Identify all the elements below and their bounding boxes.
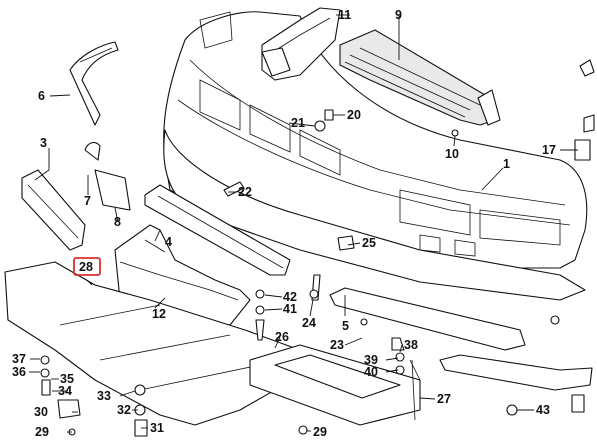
- callout-35: 35: [60, 372, 74, 386]
- callout-32: 32: [117, 403, 131, 417]
- callout-5: 5: [342, 319, 349, 333]
- callout-37: 37: [12, 352, 26, 366]
- callout-29-left: 29: [35, 425, 49, 439]
- callout-27: 27: [437, 392, 451, 406]
- grille-mesh: [339, 29, 501, 126]
- callout-labels: 1 3 4 5 6 7 8 9 10 11 12 17 20 21 22 23 …: [12, 8, 556, 439]
- callout-41: 41: [283, 302, 297, 316]
- callout-21: 21: [291, 116, 305, 130]
- mounting-bracket: [84, 141, 131, 211]
- callout-20: 20: [347, 108, 361, 122]
- side-lip: [329, 287, 526, 351]
- callout-17: 17: [542, 143, 556, 157]
- callout-7: 7: [84, 194, 91, 208]
- bumper-lip: [163, 129, 586, 301]
- reinforcement-bar: [144, 184, 291, 276]
- callout-11: 11: [338, 8, 351, 22]
- callout-23: 23: [330, 338, 344, 352]
- callout-29-right: 29: [313, 425, 327, 439]
- carrier-frame: [249, 344, 421, 426]
- leader-lines: [29, 14, 578, 433]
- callout-24: 24: [302, 316, 316, 330]
- callout-4: 4: [165, 235, 172, 249]
- callout-25: 25: [362, 236, 376, 250]
- callout-42: 42: [283, 290, 297, 304]
- callout-33: 33: [97, 389, 111, 403]
- callout-9: 9: [395, 8, 402, 22]
- callout-40: 40: [364, 365, 378, 379]
- callout-3: 3: [40, 136, 47, 150]
- callout-12: 12: [152, 307, 166, 321]
- callout-31: 31: [150, 421, 164, 435]
- callout-1: 1: [503, 157, 510, 171]
- callout-38: 38: [404, 338, 418, 352]
- air-duct: [261, 7, 341, 81]
- callout-6: 6: [38, 89, 45, 103]
- callout-8: 8: [114, 215, 121, 229]
- callout-30: 30: [34, 405, 48, 419]
- hardware: [40, 59, 595, 437]
- lower-deflector: [439, 354, 593, 391]
- callout-43: 43: [536, 403, 550, 417]
- callout-36: 36: [12, 365, 26, 379]
- corner-trim: [21, 169, 86, 251]
- callout-22: 22: [238, 185, 252, 199]
- callout-28: 28: [79, 260, 93, 274]
- highlight-box-28: [73, 257, 101, 276]
- callout-34: 34: [58, 384, 72, 398]
- side-trim-strip: [69, 41, 119, 126]
- callout-39: 39: [364, 353, 378, 367]
- callout-10: 10: [445, 147, 459, 161]
- callout-26: 26: [275, 330, 289, 344]
